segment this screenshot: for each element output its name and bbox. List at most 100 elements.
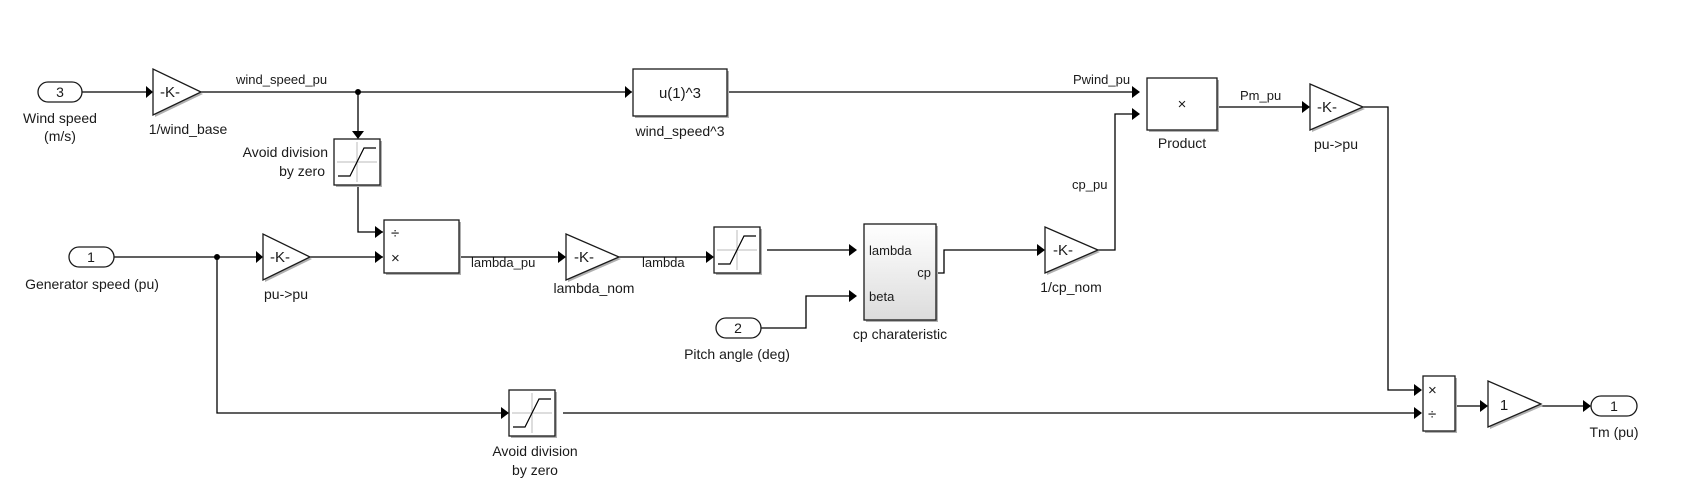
- saturation-label: Avoid division: [243, 144, 328, 160]
- arrowhead: [849, 290, 857, 302]
- arrowhead: [501, 407, 509, 419]
- product-label: Product: [1158, 135, 1206, 151]
- subsystem-label: cp charateristic: [853, 326, 947, 342]
- saturation-icon: [338, 147, 376, 177]
- gain-glyph: -K-: [1053, 242, 1073, 259]
- divide-sign-top: ÷: [391, 225, 399, 242]
- signal-label-lambda: lambda: [642, 255, 685, 270]
- outport-label: Tm (pu): [1590, 424, 1639, 440]
- inport-label: Pitch angle (deg): [684, 346, 790, 362]
- inport-wind-speed[interactable]: 3 Wind speed (m/s): [23, 81, 97, 144]
- gain-shape[interactable]: [152, 67, 203, 117]
- arrowhead: [256, 251, 263, 263]
- signal-lines: [82, 89, 1590, 414]
- arrowhead: [352, 131, 364, 139]
- arrowhead: [1132, 108, 1140, 120]
- product-block[interactable]: × Product: [1146, 77, 1219, 151]
- saturation-label: by zero: [512, 462, 558, 478]
- gain-shape[interactable]: [565, 233, 621, 281]
- gain-label: 1/cp_nom: [1040, 279, 1101, 295]
- gain-label: 1/wind_base: [149, 121, 228, 137]
- arrowheads: [146, 86, 1591, 419]
- wire-pitch-to-cp[interactable]: [761, 295, 856, 329]
- gain-label: pu->pu: [1314, 136, 1358, 152]
- gain-one[interactable]: 1: [1487, 380, 1543, 429]
- gain-shape[interactable]: [1044, 226, 1100, 274]
- arrowhead: [849, 244, 857, 256]
- wire-pu-to-divide2[interactable]: [1363, 106, 1421, 391]
- inport-pitch-angle[interactable]: 2 Pitch angle (deg): [684, 317, 790, 362]
- wire-cp-pu[interactable]: [1098, 113, 1139, 251]
- gain-shape[interactable]: [262, 232, 312, 282]
- inport-shape[interactable]: [68, 246, 115, 268]
- divide-block-torque[interactable]: × ÷: [1422, 375, 1457, 433]
- arrowhead: [1302, 101, 1310, 113]
- saturation-avoid-div-zero-1[interactable]: Avoid division by zero: [243, 138, 382, 187]
- port-label-cp: cp: [917, 265, 931, 280]
- arrowhead: [146, 86, 153, 98]
- gain-shape[interactable]: [1487, 380, 1543, 428]
- gain-cp-nom[interactable]: -K- 1/cp_nom: [1040, 226, 1102, 295]
- gain-glyph: -K-: [160, 84, 180, 101]
- product-shape[interactable]: [1146, 77, 1218, 131]
- inport-number: 3: [56, 84, 64, 100]
- gain-wind-base[interactable]: -K- 1/wind_base: [149, 67, 228, 137]
- arrowhead: [1414, 384, 1422, 396]
- inport-label: (m/s): [44, 128, 76, 144]
- subsystem-shape[interactable]: [863, 223, 937, 321]
- saturation-2[interactable]: [713, 226, 762, 275]
- signal-label-pwind-pu: Pwind_pu: [1073, 72, 1130, 87]
- outport-tm[interactable]: 1 Tm (pu): [1590, 395, 1639, 440]
- inport-generator-speed[interactable]: 1 Generator speed (pu): [25, 246, 159, 292]
- arrowhead: [1037, 244, 1045, 256]
- outport-shape[interactable]: [1590, 395, 1638, 417]
- arrowhead: [375, 251, 383, 263]
- arrowhead: [558, 251, 566, 263]
- gain-pu-to-pu-2[interactable]: -K- pu->pu: [1309, 83, 1365, 152]
- gain-lambda-nom[interactable]: -K- lambda_nom: [554, 233, 635, 296]
- signal-label-lambda-pu: lambda_pu: [471, 255, 535, 270]
- divide-shape[interactable]: [383, 219, 460, 274]
- saturation-icon: [718, 235, 756, 265]
- multiply-sign-bottom: ×: [391, 250, 400, 267]
- saturation-label: Avoid division: [492, 443, 577, 459]
- fcn-label: wind_speed^3: [634, 123, 724, 139]
- arrowhead: [1480, 400, 1488, 412]
- inport-number: 2: [734, 320, 742, 336]
- inport-shape[interactable]: [715, 317, 762, 339]
- fcn-wind-speed-cubed[interactable]: u(1)^3 wind_speed^3: [632, 68, 729, 139]
- wire-cp-to-gain[interactable]: [935, 249, 1044, 274]
- gain-glyph: -K-: [270, 249, 290, 266]
- arrowhead: [625, 86, 632, 98]
- arrowhead: [1583, 400, 1591, 412]
- wire-sat1-to-divide[interactable]: [357, 186, 383, 233]
- saturation-label: by zero: [279, 163, 325, 179]
- fcn-shape[interactable]: [632, 68, 728, 117]
- signal-labels: wind_speed_pu Pwind_pu Pm_pu lambda_pu l…: [235, 72, 1281, 270]
- gain-glyph: -K-: [1317, 99, 1337, 116]
- gain-glyph: 1: [1500, 397, 1508, 414]
- divide-block-lambda[interactable]: ÷ ×: [383, 219, 461, 275]
- saturation-avoid-div-zero-2[interactable]: Avoid division by zero: [492, 389, 578, 478]
- wire-to-sat3[interactable]: [216, 257, 508, 414]
- inport-shape[interactable]: [37, 81, 83, 103]
- arrowhead: [375, 226, 383, 238]
- multiply-sign-top: ×: [1428, 382, 1437, 399]
- signal-label-pm-pu: Pm_pu: [1240, 88, 1281, 103]
- divide-sign-bottom: ÷: [1428, 406, 1436, 423]
- signal-label-wind-speed-pu: wind_speed_pu: [235, 72, 327, 87]
- arrowhead: [706, 251, 714, 263]
- gain-label: pu->pu: [264, 286, 308, 302]
- outport-number: 1: [1610, 398, 1618, 414]
- divide-shape[interactable]: [1422, 375, 1456, 432]
- port-label-lambda: lambda: [869, 243, 912, 258]
- gain-label: lambda_nom: [554, 280, 635, 296]
- gain-pu-to-pu-1[interactable]: -K- pu->pu: [262, 232, 312, 302]
- multiply-icon: ×: [1178, 96, 1187, 113]
- saturation-icon: [513, 398, 551, 428]
- gain-glyph: -K-: [574, 249, 594, 266]
- signal-label-cp-pu: cp_pu: [1072, 177, 1107, 192]
- cp-characteristic-subsystem[interactable]: lambda beta cp cp charateristic: [853, 223, 947, 342]
- gain-shape[interactable]: [1309, 83, 1365, 131]
